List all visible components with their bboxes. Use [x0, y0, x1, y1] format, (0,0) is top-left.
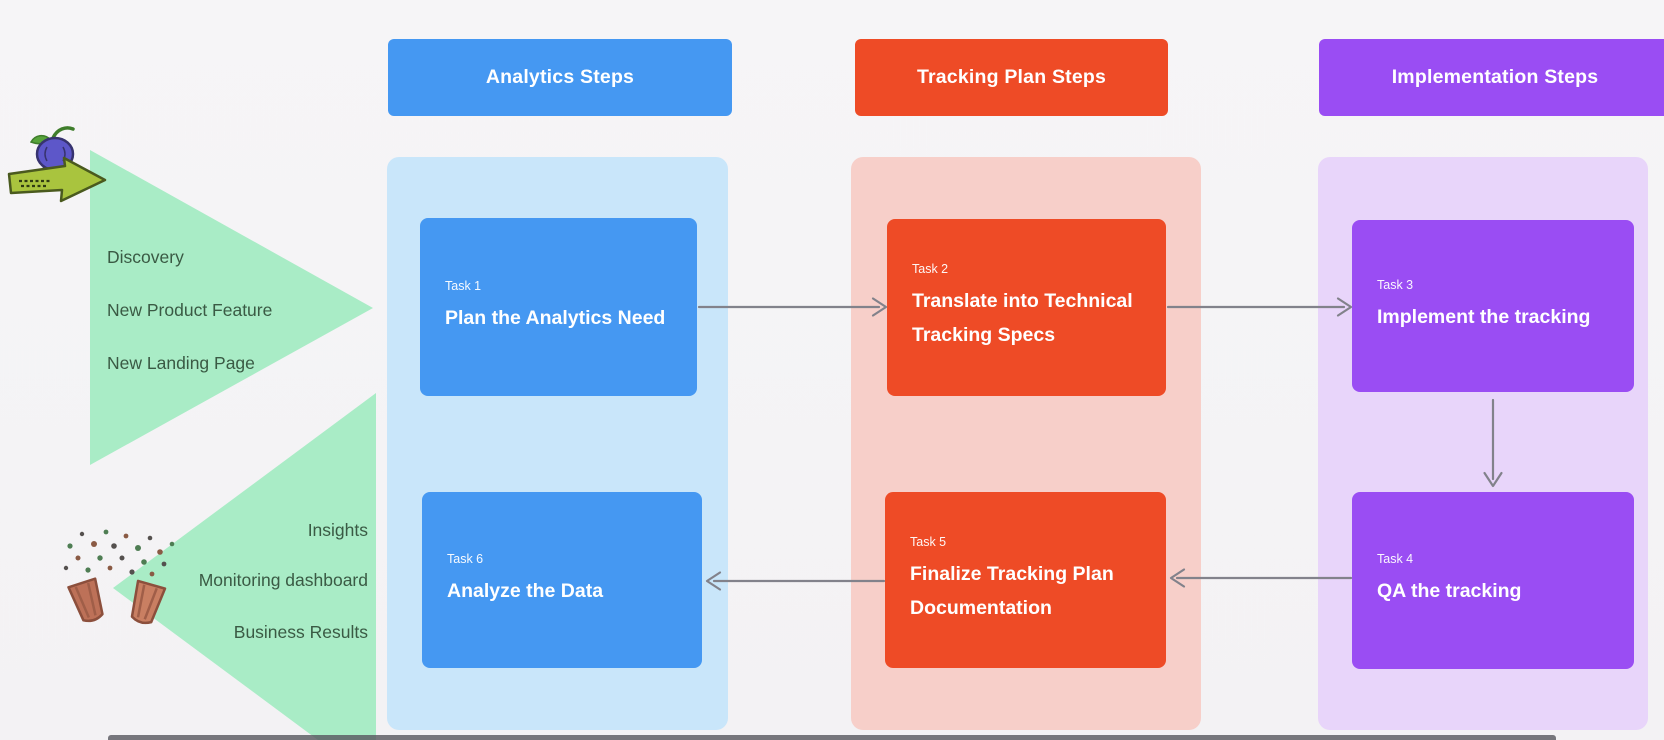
start-here-berry-arrow-icon — [6, 122, 110, 218]
task-card-1: Task 1 Plan the Analytics Need — [420, 218, 697, 396]
task5-title: Finalize Tracking Plan Documentation — [910, 562, 1114, 619]
input-item-discovery: Discovery — [107, 247, 184, 267]
task5-label: Task 5 — [910, 534, 947, 549]
inputs-triangle — [90, 150, 373, 465]
popcorn-confetti-icon — [48, 524, 194, 630]
analytics-header-label: Analytics Steps — [485, 66, 635, 88]
implementation-header-label: Implementation Steps — [1391, 66, 1599, 88]
task2-label: Task 2 — [912, 262, 949, 277]
task6-title: Analyze the Data — [447, 579, 604, 602]
analytics-column-header: Analytics Steps — [388, 39, 732, 116]
task6-label: Task 6 — [447, 551, 484, 566]
outputs-triangle — [113, 393, 376, 740]
task2-title: Translate into Technical Tracking Specs — [912, 290, 1133, 346]
task3-label: Task 3 — [1377, 277, 1414, 292]
task1-title: Plan the Analytics Need — [445, 306, 666, 329]
task-card-6: Task 6 Analyze the Data — [422, 492, 702, 668]
task-card-2: Task 2 Translate into Technical Tracking… — [887, 219, 1166, 396]
task-card-4: Task 4 QA the tracking — [1352, 492, 1634, 669]
video-progress-bar[interactable] — [108, 735, 1556, 740]
task4-label: Task 4 — [1377, 552, 1414, 567]
task-card-3: Task 3 Implement the tracking — [1352, 220, 1634, 392]
input-item-new-product-feature: New Product Feature — [107, 300, 273, 320]
tracking-plan-column-header: Tracking Plan Steps — [855, 39, 1168, 116]
output-item-monitoring-dashboard: Monitoring dashboard — [198, 570, 368, 590]
task1-label: Task 1 — [445, 278, 482, 293]
output-item-insights: Insights — [307, 520, 368, 540]
tracking-plan-header-label: Tracking Plan Steps — [916, 66, 1107, 88]
task3-title: Implement the tracking — [1377, 305, 1591, 328]
implementation-column-header: Implementation Steps — [1319, 39, 1664, 116]
task4-title: QA the tracking — [1377, 580, 1522, 603]
output-item-business-results: Business Results — [233, 622, 368, 642]
input-item-new-landing-page: New Landing Page — [107, 353, 255, 373]
task-card-5: Task 5 Finalize Tracking Plan Documentat… — [885, 492, 1166, 668]
